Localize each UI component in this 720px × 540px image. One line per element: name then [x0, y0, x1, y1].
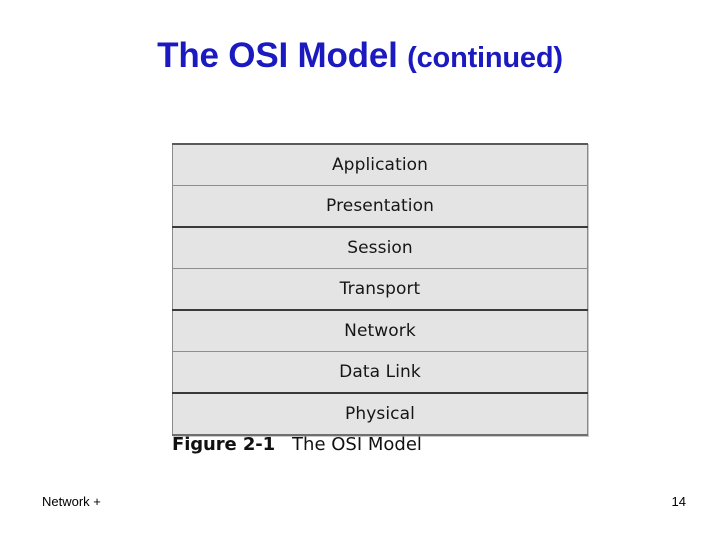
osi-layer-network: Network [172, 309, 588, 352]
table-row: Data Link [172, 351, 588, 394]
page-title-main: The OSI Model [157, 36, 398, 75]
page-title: The OSI Model (continued) [0, 38, 720, 73]
osi-layers-table: Application Presentation Session Transpo… [172, 143, 588, 436]
osi-layer-presentation: Presentation [172, 185, 588, 228]
figure-caption-label: Figure 2-1 [172, 434, 276, 455]
table-row: Application [172, 143, 588, 186]
osi-layer-transport: Transport [172, 268, 588, 311]
figure-caption: Figure 2-1 The OSI Model [172, 436, 422, 454]
osi-layer-session: Session [172, 226, 588, 269]
table-row: Network [172, 309, 588, 352]
table-row: Physical [172, 392, 588, 436]
table-row: Session [172, 226, 588, 269]
footer-course-label: Network + [42, 494, 101, 509]
osi-layer-physical: Physical [172, 392, 588, 436]
table-row: Transport [172, 268, 588, 311]
osi-layer-data-link: Data Link [172, 351, 588, 394]
table-row: Presentation [172, 185, 588, 228]
page-title-suffix: (continued) [407, 42, 563, 74]
osi-layer-application: Application [172, 143, 588, 186]
figure-caption-text: The OSI Model [292, 434, 422, 455]
footer-page-number: 14 [671, 494, 686, 509]
osi-model-figure: Application Presentation Session Transpo… [172, 143, 588, 436]
